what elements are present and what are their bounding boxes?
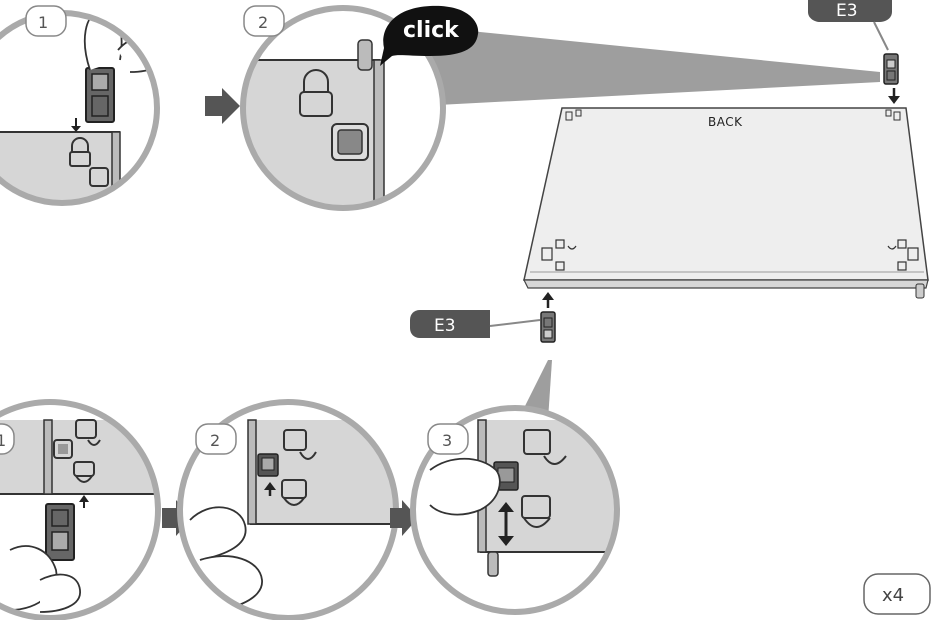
part-tag-bottom-text: E3	[434, 316, 456, 336]
bracket-part-bottom	[541, 292, 555, 342]
bracket-part-top	[884, 54, 900, 104]
step-badge-top-1: 1	[26, 6, 66, 36]
step-number-bottom-3: 3	[442, 431, 452, 450]
detail-circle-top-1	[0, 10, 185, 212]
part-tag-bottom: E3	[410, 310, 540, 338]
step-number-bottom-1: 1	[0, 431, 6, 450]
step-badge-bottom-2: 2	[196, 424, 236, 454]
step-number-bottom-2: 2	[210, 431, 220, 450]
step-badge-top-2: 2	[244, 6, 284, 36]
part-tag-top: E3	[808, 0, 892, 50]
back-panel: BACK	[524, 108, 928, 298]
detail-circle-bottom-1	[0, 402, 160, 618]
panel-label: BACK	[708, 115, 743, 129]
quantity-text: x4	[882, 585, 904, 606]
step-badge-bottom-1: 1	[0, 424, 14, 454]
step-badge-bottom-3: 3	[428, 424, 468, 454]
step-number-top-2: 2	[258, 13, 268, 32]
part-tag-top-text: E3	[836, 1, 858, 21]
quantity-badge: x4	[864, 574, 930, 614]
step-number-top-1: 1	[38, 13, 48, 32]
click-text: click	[403, 18, 460, 43]
arrow-step-top	[205, 88, 240, 124]
